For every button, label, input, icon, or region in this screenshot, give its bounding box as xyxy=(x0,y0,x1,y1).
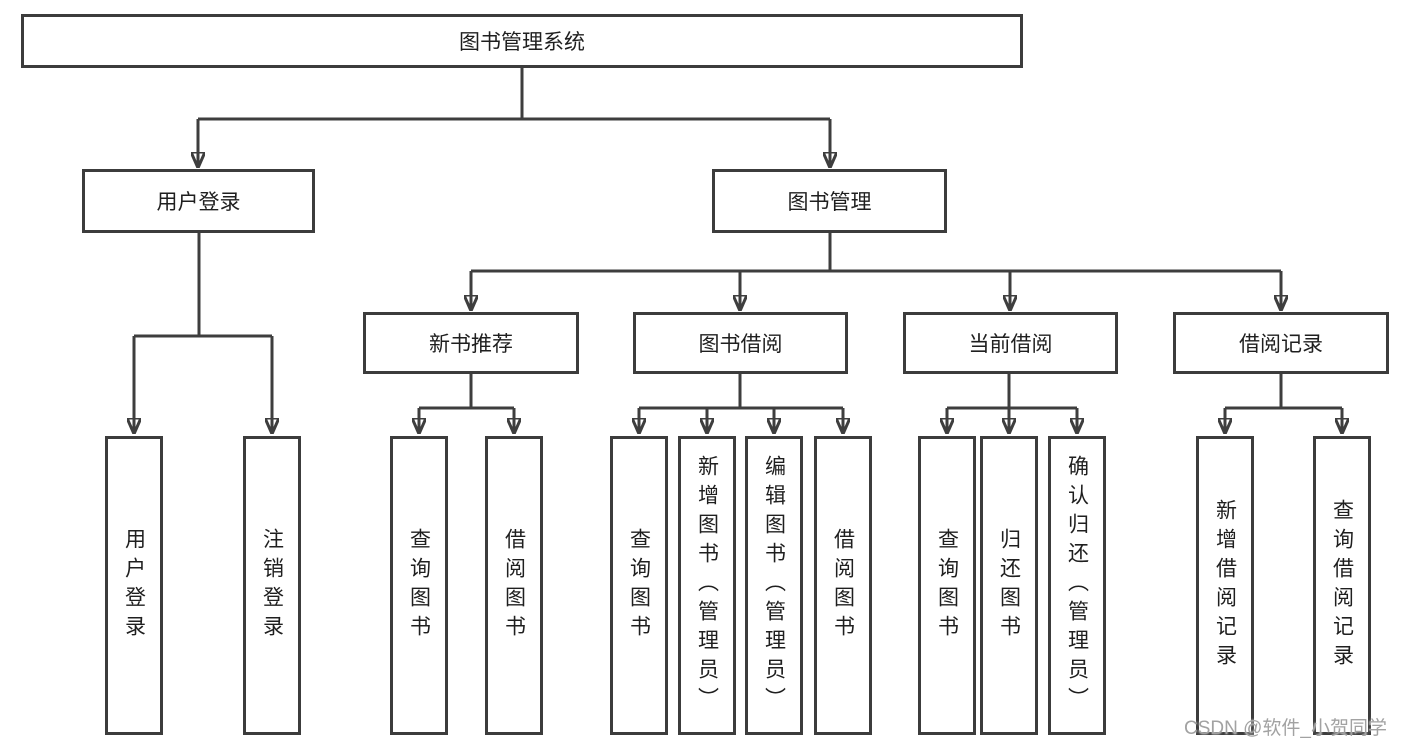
node-current-borrow: 当前借阅 xyxy=(903,312,1118,374)
leaf-user-login: 用户登录 xyxy=(105,436,163,735)
connector-borrow-records-branch xyxy=(1225,374,1342,432)
node-new-book-recommend: 新书推荐 xyxy=(363,312,579,374)
leaf-edit-books-admin: 编辑图书（管理员） xyxy=(745,436,803,735)
node-book-management: 图书管理 xyxy=(712,169,947,233)
leaf-borrow-books: 借阅图书 xyxy=(814,436,872,735)
connector-book-borrow-branch xyxy=(639,374,843,432)
leaf-add-borrow-record: 新增借阅记录 xyxy=(1196,436,1254,735)
leaf-recommend-borrow-books: 借阅图书 xyxy=(485,436,543,735)
leaf-logout: 注销登录 xyxy=(243,436,301,735)
connector-root-to-level2 xyxy=(198,68,830,166)
connector-current-borrow-branch xyxy=(947,374,1077,432)
connector-new-book-branch xyxy=(419,374,514,432)
node-user-login: 用户登录 xyxy=(82,169,315,233)
leaf-return-books: 归还图书 xyxy=(980,436,1038,735)
node-borrow-records: 借阅记录 xyxy=(1173,312,1389,374)
leaf-recommend-query-books: 查询图书 xyxy=(390,436,448,735)
leaf-confirm-return-admin: 确认归还（管理员） xyxy=(1048,436,1106,735)
leaf-add-books-admin: 新增图书（管理员） xyxy=(678,436,736,735)
leaf-borrow-query-books: 查询图书 xyxy=(610,436,668,735)
connector-user-login-branch xyxy=(134,233,272,432)
node-book-borrow: 图书借阅 xyxy=(633,312,848,374)
leaf-query-borrow-record: 查询借阅记录 xyxy=(1313,436,1371,735)
connector-book-management-branch xyxy=(471,233,1281,309)
watermark-text: CSDN @软件_小贺同学 xyxy=(1184,718,1387,739)
leaf-current-query-books: 查询图书 xyxy=(918,436,976,735)
node-library-system: 图书管理系统 xyxy=(21,14,1023,68)
